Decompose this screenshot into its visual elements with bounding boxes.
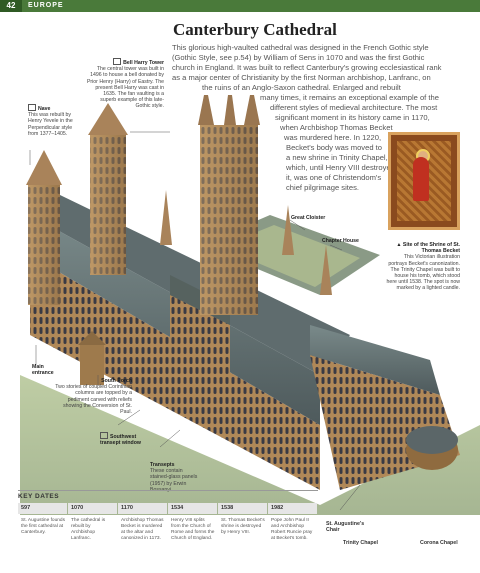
callout-title: Southwest transept window — [100, 434, 141, 447]
camera-icon — [113, 58, 122, 65]
callout-title: Great Cloister — [291, 215, 326, 221]
callout-title: Main entrance — [32, 364, 54, 377]
key-date-year: 597 — [18, 503, 67, 514]
triangle-icon: ▲ — [396, 242, 403, 248]
callout-title: Chapter House — [322, 238, 359, 244]
cathedral-illustration — [20, 95, 480, 515]
callout-augustine-chair: St. Augustine's Chair — [326, 521, 365, 533]
becket-canonization-illustration — [388, 132, 460, 230]
callout-title: South Porch — [101, 378, 132, 384]
intro-line: Becket's body was moved to — [286, 143, 382, 152]
callout-great-cloister: Great Cloister — [291, 215, 331, 221]
intro-line: when Archbishop Thomas Becket — [280, 123, 393, 132]
page-number: 42 — [0, 0, 22, 12]
figure-robe — [413, 157, 429, 201]
callout-text: These contain stained-glass panels (1957… — [150, 468, 198, 493]
key-date-year: 1538 — [218, 503, 267, 514]
key-date-text: Pope John Paul II and Archbishop Robert … — [271, 518, 313, 541]
key-date-text: St. Augustine founds the first cathedral… — [21, 518, 66, 535]
header-bar — [0, 0, 480, 12]
callout-chapter-house: Chapter House — [322, 238, 362, 244]
intro-line: different styles of medieval architectur… — [270, 103, 438, 112]
callout-text: The central tower was built in 1496 to h… — [86, 66, 164, 110]
intro-line: which, until Henry VIII destroyed — [286, 163, 395, 172]
callout-text: This Victorian illustration portrays Bec… — [386, 254, 460, 292]
key-date-year: 1170 — [118, 503, 167, 514]
callout-shrine: ▲ Site of the Shrine of St. Thomas Becke… — [384, 242, 460, 292]
callout-text: This was rebuilt by Henry Yevele in the … — [28, 112, 73, 137]
callout-text: Two stories of coupled Corinthian column… — [55, 384, 132, 416]
key-date-text: Henry VIII splits from the Church of Rom… — [171, 518, 215, 541]
callout-transepts: Transepts These contain stained-glass pa… — [150, 462, 198, 493]
camera-icon — [28, 104, 36, 111]
callout-title: Bell Harry Tower — [123, 60, 164, 66]
key-date-text: Archbishop Thomas Becket is murdered at … — [121, 518, 164, 541]
callout-bell-harry-tower: Bell Harry Tower The central tower was b… — [86, 58, 164, 110]
section-label: EUROPE — [28, 2, 64, 9]
intro-line: a new shrine in Trinity Chapel, — [286, 153, 388, 162]
intro-line: This glorious high-vaulted cathedral was… — [172, 43, 429, 52]
callout-trinity-chapel: Trinity Chapel — [343, 540, 379, 546]
callout-nave: Nave This was rebuilt by Henry Yevele in… — [28, 104, 78, 137]
intro-line: chief pilgrimage sites. — [286, 183, 360, 192]
intro-line: the ruins of an Anglo-Saxon cathedral. E… — [202, 83, 401, 92]
callout-southwest-window: Southwest transept window — [100, 432, 146, 446]
key-date-year: 1534 — [168, 503, 217, 514]
camera-icon — [100, 432, 108, 439]
intro-line: church in England. It was built to refle… — [172, 63, 442, 72]
key-date-text: St. Thomas Becket's shrine is destroyed … — [221, 518, 265, 535]
callout-south-porch: South Porch Two stories of coupled Corin… — [54, 378, 132, 415]
key-date-year: 1982 — [268, 503, 317, 514]
callout-title: Transepts — [150, 462, 175, 468]
page-title: Canterbury Cathedral — [173, 20, 337, 39]
intro-line: as a major center of Christianity by the… — [172, 73, 431, 82]
callout-main-entrance: Main entrance — [32, 364, 62, 376]
callout-title: Site of the Shrine of St. Thomas Becket — [402, 242, 460, 255]
key-date-year: 1070 — [68, 503, 117, 514]
intro-line: many times, it remains an exceptional ex… — [260, 93, 439, 102]
intro-line: significant moment in its history came i… — [275, 113, 430, 122]
key-date-text: The cathedral is rebuilt by Archbishop L… — [71, 518, 106, 541]
intro-line: was murdered here. In 1220, — [284, 133, 382, 142]
callout-title: Nave — [38, 106, 51, 112]
intro-line: (Gothic Style, see p.54) by William of S… — [172, 53, 425, 62]
callout-corona-chapel: Corona Chapel — [420, 540, 458, 546]
intro-line: it, was one of Christendom's — [286, 173, 382, 182]
intro-text: This glorious high-vaulted cathedral was… — [172, 43, 472, 193]
key-dates-title: KEY DATES — [18, 490, 318, 503]
